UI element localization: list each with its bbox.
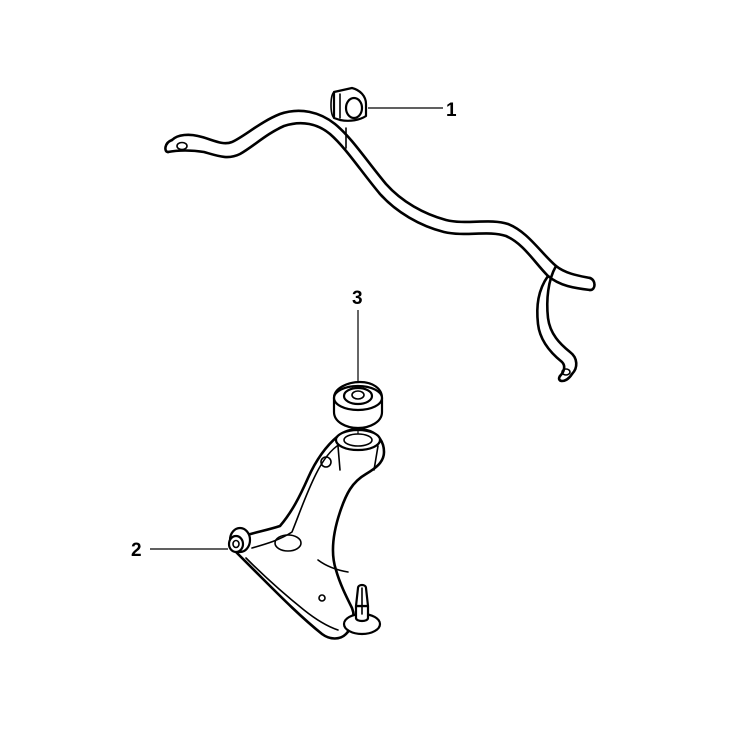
stabilizer-bar — [164, 109, 596, 383]
control-arm-icon — [227, 427, 386, 640]
callout-3: 3 — [352, 288, 363, 309]
bushing-icon — [330, 86, 368, 122]
callout-2: 2 — [131, 540, 142, 561]
bushing-icon — [332, 380, 384, 430]
callout-1: 1 — [446, 100, 457, 121]
ball-joint-icon — [342, 583, 382, 636]
